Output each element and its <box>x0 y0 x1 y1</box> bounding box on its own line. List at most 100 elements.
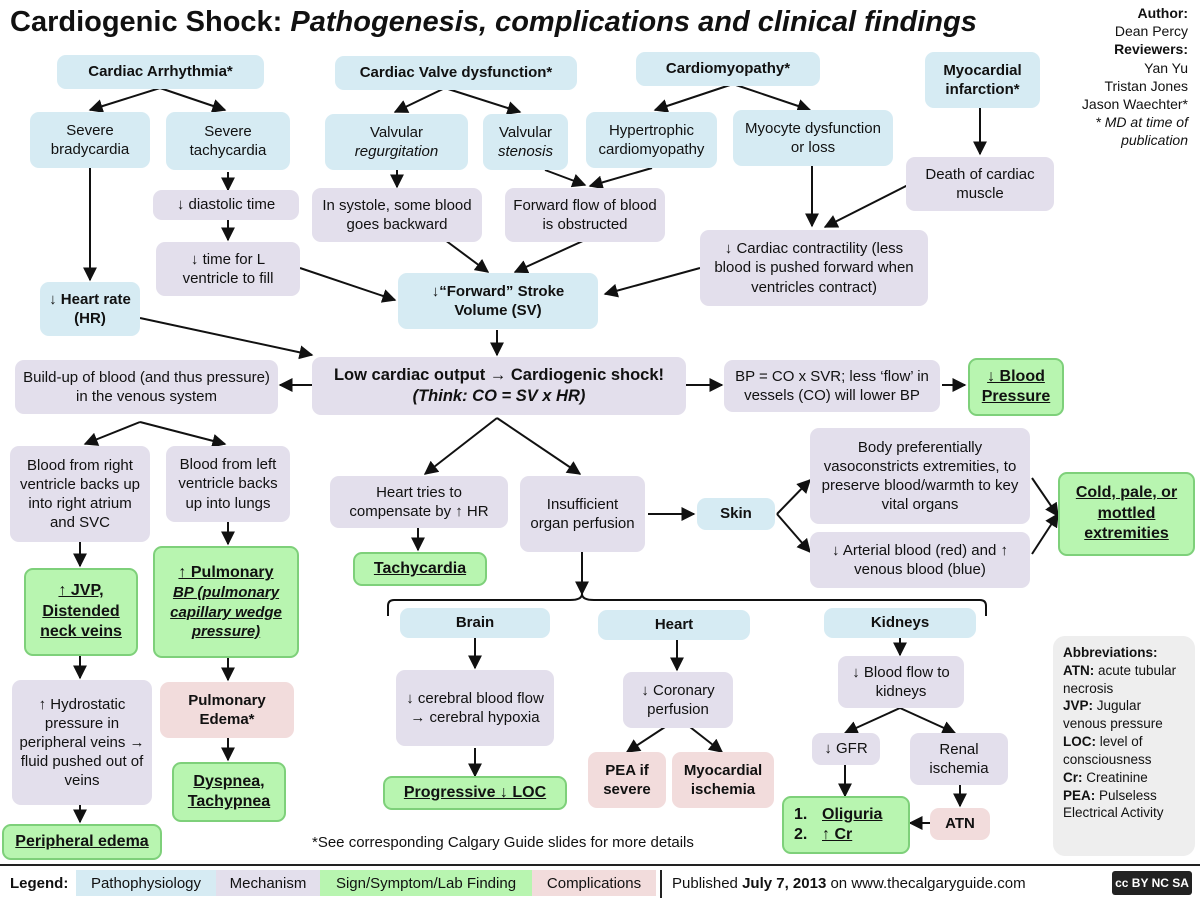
kidney-findings: 1.Oliguria 2.↑ Cr <box>782 796 910 854</box>
cause-cardiomyopathy: Cardiomyopathy* <box>636 52 820 86</box>
pulmonary-bp-line1: ↑ Pulmonary <box>178 563 274 581</box>
severe-tachycardia: Severe tachycardia <box>166 112 290 170</box>
arrow <box>393 87 446 113</box>
renal-ischemia: Renal ischemia <box>910 733 1008 785</box>
arrow <box>159 87 227 113</box>
cause-arrhythmia: Cardiac Arrhythmia* <box>57 55 264 89</box>
arrow <box>1031 477 1059 518</box>
page-title: Cardiogenic Shock: Pathogenesis, complic… <box>10 6 977 39</box>
author-name: Dean Percy <box>1114 23 1188 40</box>
decreased-contractility: ↓ Cardiac contractility (less blood is p… <box>700 230 928 306</box>
title-main: Cardiogenic Shock: <box>10 6 283 38</box>
arrow <box>823 184 909 228</box>
arrow <box>625 726 666 753</box>
arrow <box>423 417 498 475</box>
published-website: on www.thecalgaryguide.com <box>830 875 1026 892</box>
legend-bar: Legend: Pathophysiology Mechanism Sign/S… <box>0 864 1200 902</box>
arrow <box>653 83 734 113</box>
decreased-gfr: ↓ GFR <box>812 733 880 765</box>
myocardial-ischemia: Myocardial ischemia <box>672 752 774 808</box>
abbr-item: LOC: level of consciousness <box>1063 734 1152 767</box>
increased-creatinine: ↑ Cr <box>822 826 853 843</box>
stenosis-line2: stenosis <box>497 143 554 160</box>
pulmonary-bp-line2: BP (pulmonary capillary wedge pressure) <box>170 584 282 640</box>
shock-line1: Low cardiac output → Cardiogenic shock! <box>333 365 665 384</box>
abbreviations-panel: Abbreviations: ATN: acute tubular necros… <box>1053 636 1195 856</box>
abbr-item: Cr: Creatinine <box>1063 769 1148 785</box>
shock-line2: (Think: CO = SV x HR) <box>412 387 586 405</box>
insufficient-organ-perfusion: Insufficient organ perfusion <box>520 476 645 552</box>
left-ventricle-backup: Blood from left ventricle backs up into … <box>166 446 290 522</box>
death-of-cardiac-muscle: Death of cardiac muscle <box>906 157 1054 211</box>
progressive-loc: Progressive ↓ LOC <box>383 776 567 810</box>
cause-myocardial-infarction: Myocardial infarction* <box>925 52 1040 108</box>
decreased-heart-rate: ↓ Heart rate (HR) <box>40 282 140 336</box>
abbr-item: JVP: Jugular venous pressure <box>1063 698 1163 732</box>
jvp-distended-neck-veins: ↑ JVP, Distended neck veins <box>24 568 138 656</box>
legend-mechanism: Mechanism <box>216 870 320 896</box>
published-date: July 7, 2013 <box>742 875 827 892</box>
heart-compensates: Heart tries to compensate by ↑ HR <box>330 476 508 528</box>
venous-buildup: Build-up of blood (and thus pressure) in… <box>15 360 278 414</box>
credits: Author: Dean Percy Reviewers: Yan Yu Tri… <box>1060 4 1188 150</box>
abbr-item: ATN: acute tubular necrosis <box>1063 662 1177 696</box>
arrow <box>83 421 141 446</box>
footnote: *See corresponding Calgary Guide slides … <box>312 834 694 851</box>
creative-commons-badge: cc BY NC SA <box>1112 871 1192 895</box>
regurgitation-line2: regurgitation <box>354 143 439 160</box>
arterial-venous-blood: ↓ Arterial blood (red) and ↑ venous bloo… <box>810 532 1030 588</box>
dyspnea-tachypnea: Dyspnea, Tachypnea <box>172 762 286 822</box>
hydrostatic-pressure: ↑ Hydrostatic pressure in peripheral vei… <box>12 680 152 805</box>
valvular-regurgitation: Valvular regurgitation <box>325 114 468 170</box>
low-cardiac-output: Low cardiac output → Cardiogenic shock! (… <box>312 357 686 415</box>
organ-brace <box>387 593 987 616</box>
author-heading: Author: <box>1137 5 1188 21</box>
legend-label: Legend: <box>10 875 69 892</box>
published-info: Published July 7, 2013 on www.thecalgary… <box>672 875 1026 892</box>
decreased-fill-time: ↓ time for L ventricle to fill <box>156 242 300 296</box>
legend-complications: Complications <box>532 870 656 896</box>
arrow <box>444 239 490 273</box>
legend-pathophysiology: Pathophysiology <box>76 870 216 896</box>
hypertrophic-cardiomyopathy: Hypertrophic cardiomyopathy <box>586 112 717 168</box>
myocyte-dysfunction: Myocyte dysfunction or loss <box>733 110 893 166</box>
arrow <box>444 87 522 115</box>
reviewer-name: Yan Yu <box>1144 59 1188 76</box>
low-blood-pressure: ↓ Blood Pressure <box>968 358 1064 416</box>
atn: ATN <box>930 808 990 840</box>
arrow <box>139 421 227 448</box>
oliguria: Oliguria <box>822 805 883 823</box>
cause-valve-dysfunction: Cardiac Valve dysfunction* <box>335 56 577 90</box>
abbreviations-heading: Abbreviations: <box>1063 645 1158 660</box>
arrow <box>139 317 314 360</box>
arrow <box>899 707 957 735</box>
reviewer-name: Jason Waechter* <box>1081 95 1188 112</box>
bp-equation: BP = CO x SVR; less ‘flow’ in vessels (C… <box>724 360 940 412</box>
legend-sign-symptom: Sign/Symptom/Lab Finding <box>320 870 532 896</box>
pulmonary-bp: ↑ Pulmonary BP (pulmonary capillary wedge… <box>153 546 299 658</box>
pulmonary-edema: Pulmonary Edema* <box>160 682 294 738</box>
arrow <box>776 478 811 515</box>
systole-backward-flow: In systole, some blood goes backward <box>312 188 482 242</box>
cold-pale-extremities: Cold, pale, or mottled extremities <box>1058 472 1195 556</box>
organ-brain: Brain <box>400 608 550 638</box>
vasoconstriction: Body preferentially vasoconstricts extre… <box>810 428 1030 524</box>
severe-bradycardia: Severe bradycardia <box>30 112 150 168</box>
peripheral-edema: Peripheral edema <box>2 824 162 860</box>
reviewers-heading: Reviewers: <box>1114 41 1188 58</box>
tachycardia: Tachycardia <box>353 552 487 586</box>
arrow <box>732 83 812 113</box>
coronary-perfusion: ↓ Coronary perfusion <box>623 672 733 728</box>
blood-flow-to-kidneys: ↓ Blood flow to kidneys <box>838 656 964 708</box>
reviewer-name: Tristan Jones <box>1104 77 1188 94</box>
arrow <box>299 267 397 303</box>
arrow <box>544 169 587 188</box>
arrow <box>1031 512 1059 555</box>
forward-stroke-volume: ↓“Forward” Stroke Volume (SV) <box>398 273 598 329</box>
regurgitation-line1: Valvular <box>369 123 424 141</box>
abbr-item: PEA: Pulseless Electrical Activity <box>1063 787 1164 821</box>
right-ventricle-backup: Blood from right ventricle backs up into… <box>10 446 150 542</box>
arrow <box>776 513 811 554</box>
cerebral-hypoxia: ↓ cerebral blood flow → cerebral hypoxia <box>396 670 554 746</box>
